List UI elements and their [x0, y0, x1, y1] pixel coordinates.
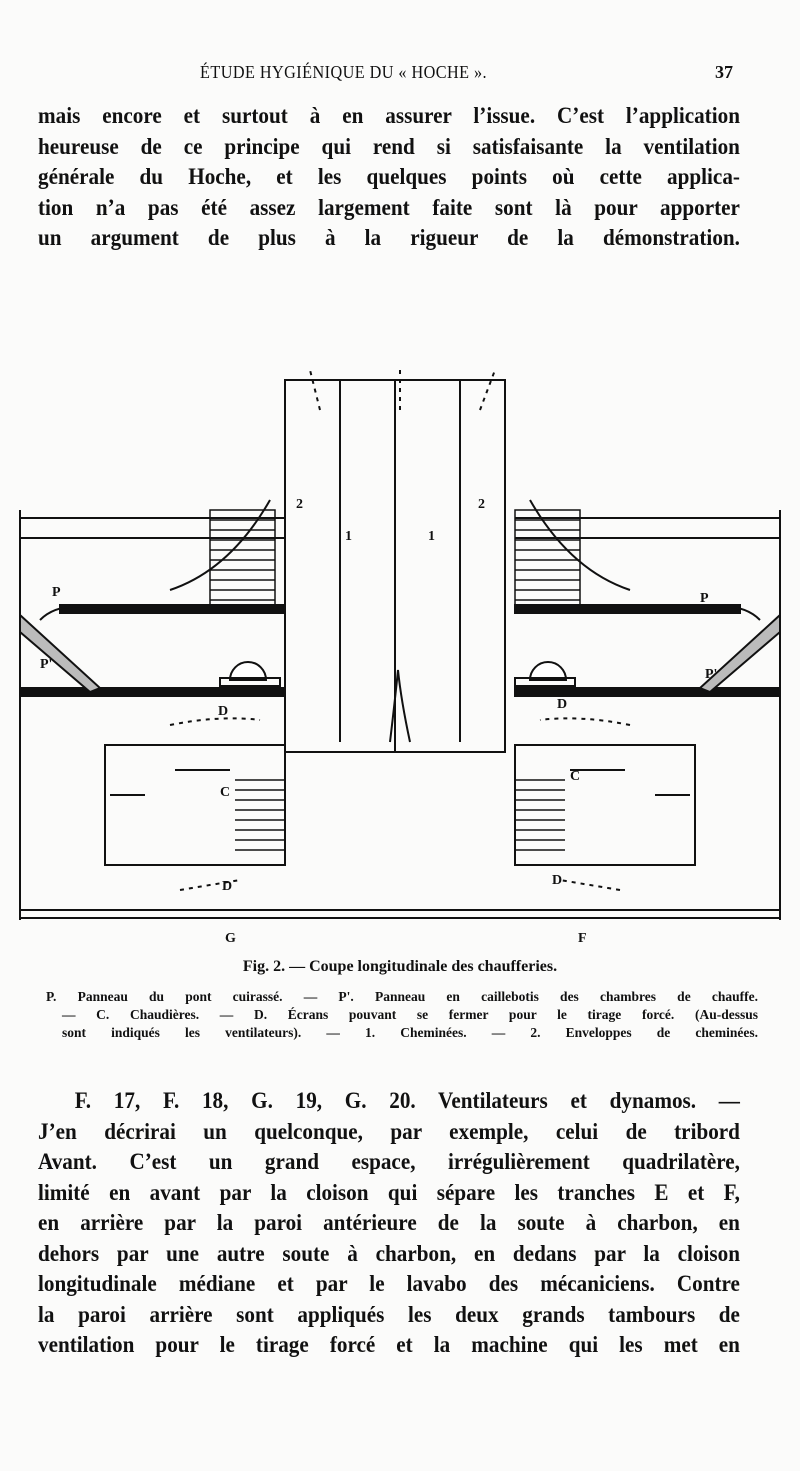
figure-caption: Fig. 2. — Coupe longitudinale des chauff… — [242, 958, 558, 975]
grating-right — [514, 509, 581, 611]
text-line: Avant. C’est un grand espace, irrégulièr… — [38, 1149, 740, 1174]
text-line: tion n’a pas été assez largement faite s… — [38, 194, 740, 220]
header-title: ÉTUDE HYGIÉNIQUE DU « HOCHE ». — [200, 62, 488, 82]
running-header: ÉTUDE HYGIÉNIQUE DU « HOCHE ». 37 — [0, 62, 800, 92]
text-line: J’en décrirai un quelconque, par exemple… — [38, 1118, 740, 1144]
text-line: F. 17, F. 18, G. 19, G. 20. Ventilateurs… — [74, 1088, 740, 1113]
top-paragraph: mais encore et surtout à en assurer l’is… — [38, 101, 740, 254]
label-f: F — [578, 931, 587, 946]
text-line: la paroi arrière sont appliqués les deux… — [38, 1301, 740, 1327]
text-line: limité en avant par la cloison qui sépar… — [38, 1179, 740, 1205]
figure-legend: P. Panneau du pont cuirassé. — P'. Panne… — [46, 988, 758, 1042]
label-envelope-right: 2 — [478, 497, 485, 512]
label-pprime-right: P' — [705, 667, 717, 682]
legend-line: sont indiqués les ventilateurs). — 1. Ch… — [62, 1025, 758, 1040]
label-c-right: C — [570, 769, 580, 784]
boiler-tubes-right — [515, 779, 565, 851]
label-chimney-left: 1 — [345, 529, 352, 544]
label-d-upper-right: D — [557, 697, 567, 712]
text-line: dehors par une autre soute à charbon, en… — [38, 1240, 740, 1266]
label-chimney-right: 1 — [428, 529, 435, 544]
label-d-upper-left: D — [218, 704, 228, 719]
label-p-left: P — [52, 585, 61, 600]
text-line: mais encore et surtout à en assurer l’is… — [38, 103, 740, 128]
label-p-right: P — [700, 591, 709, 606]
label-d-lower-left: D — [222, 879, 232, 894]
text-line: générale du Hoche, et les quelques point… — [38, 164, 740, 189]
label-g: G — [225, 931, 236, 946]
legend-line: P. Panneau du pont cuirassé. — P'. Panne… — [46, 989, 758, 1004]
boiler-room-diagram: 1 1 2 2 P P P' P' D D C C D D G F — [19, 370, 781, 946]
label-c-left: C — [220, 785, 230, 800]
page-number: 37 — [715, 62, 733, 82]
text-line: un argument de plus à la rigueur de la d… — [38, 225, 740, 250]
legend-line: — C. Chaudières. — D. Écrans pouvant se … — [62, 1007, 758, 1022]
label-pprime-left: P' — [40, 657, 52, 672]
grating-left — [209, 509, 276, 611]
text-line: en arrière par la paroi antérieure de la… — [38, 1210, 740, 1235]
text-line: ventilation pour le tirage forcé et la m… — [38, 1332, 740, 1357]
bottom-paragraph: F. 17, F. 18, G. 19, G. 20. Ventilateurs… — [38, 1086, 740, 1361]
label-d-lower-right: D — [552, 873, 562, 888]
boiler-tubes-left — [235, 779, 285, 851]
label-envelope-left: 2 — [296, 497, 303, 512]
text-line: longitudinale médiane et par le lavabo d… — [38, 1271, 740, 1296]
text-line: heureuse de ce principe qui rend si sati… — [38, 133, 740, 159]
